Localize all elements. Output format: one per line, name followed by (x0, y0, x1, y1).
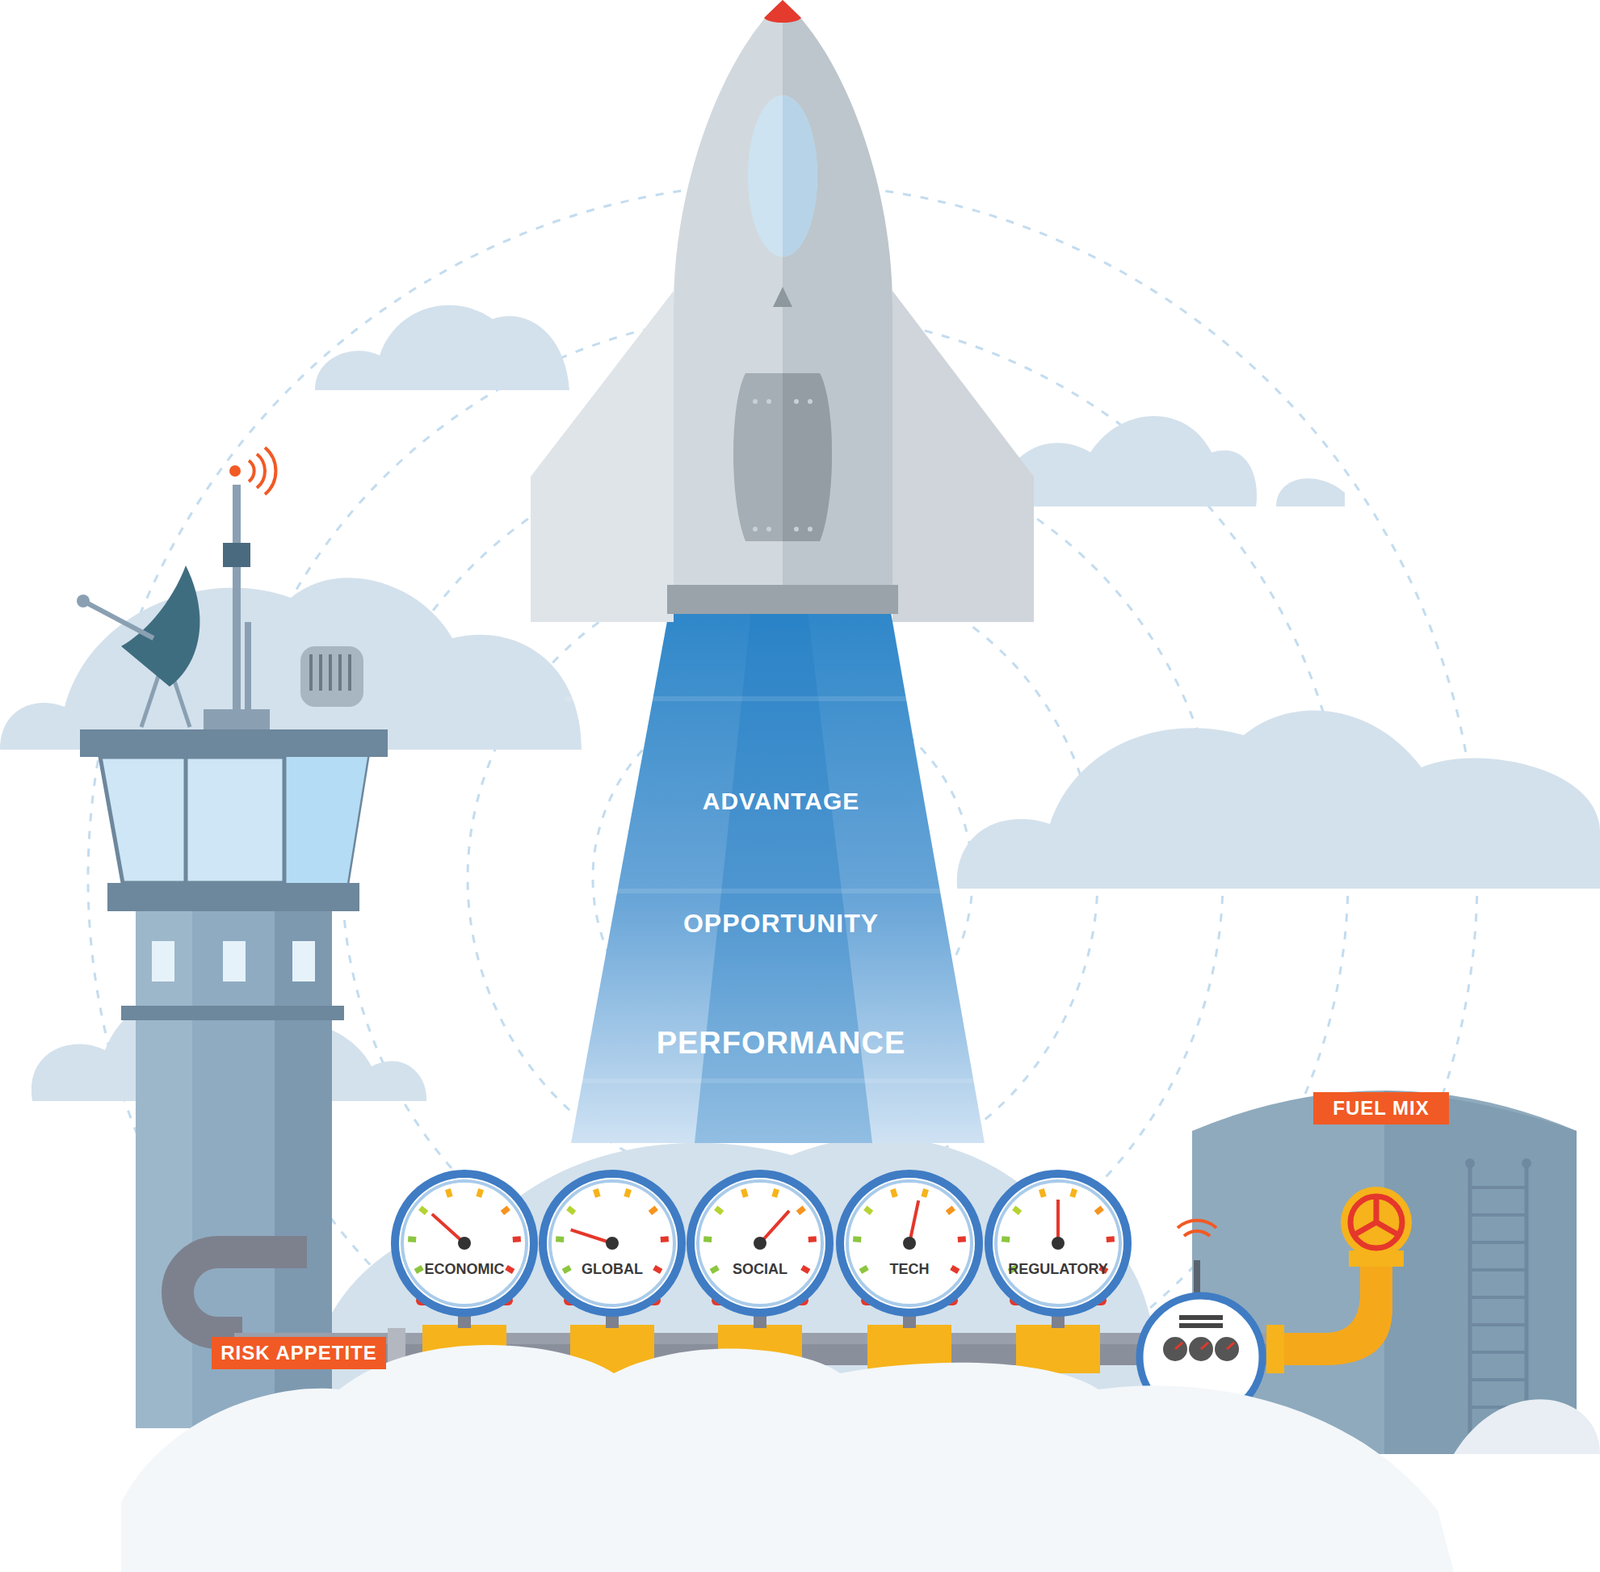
gauge-tick (407, 1235, 416, 1243)
gauge-pivot (457, 1236, 471, 1250)
thrust-beam (571, 612, 985, 1143)
gauge-tick (802, 1267, 810, 1272)
control-tower (76, 447, 388, 1428)
gauge-tick (512, 1235, 521, 1243)
ladder-rung (1469, 1213, 1527, 1217)
gauge-pivot (605, 1236, 619, 1250)
gauge-tick (502, 1207, 509, 1213)
tag-text: RISK APPETITE (220, 1341, 377, 1365)
gauge-rim (995, 1180, 1121, 1306)
gauge-dial: TECH (839, 1173, 979, 1313)
gauge-tick (555, 1235, 564, 1243)
gauge-face (988, 1173, 1128, 1313)
gauge-tick (419, 1207, 427, 1213)
beam-label: ADVANTAGE (702, 787, 861, 815)
gauge-label: REGULATORY (988, 1260, 1128, 1278)
tag-text: FUEL MIX (1332, 1096, 1430, 1120)
gauge-tick (892, 1188, 895, 1197)
gauge-tick (715, 1207, 723, 1213)
gauge-tick (808, 1235, 817, 1243)
gauge-needle (909, 1200, 919, 1244)
gauge-face (690, 1173, 830, 1313)
gauge-tick (626, 1188, 630, 1197)
gauge-needle (432, 1213, 465, 1244)
gauge-tick (654, 1267, 662, 1272)
gauge-tick (478, 1188, 482, 1197)
gauge-tick (567, 1207, 575, 1213)
gauge-face (839, 1173, 979, 1313)
gauge-dial: GLOBAL (542, 1173, 682, 1313)
gauge-tick (447, 1188, 450, 1197)
gauge-dial: ECONOMIC (394, 1173, 534, 1313)
tag-label: FUEL MIX (1313, 1091, 1449, 1125)
gauge-tick (797, 1207, 805, 1213)
rocket (530, 0, 1034, 622)
gauge-tick (923, 1188, 927, 1197)
gauge-pivot (902, 1236, 916, 1250)
gauge-rim (550, 1180, 675, 1306)
gauge-tick (660, 1235, 669, 1243)
gauge-tick (703, 1235, 712, 1243)
gauge-label: GLOBAL (542, 1260, 682, 1278)
gauge-tick (415, 1267, 423, 1272)
gauge-needle (760, 1210, 790, 1244)
gauge-tick (860, 1267, 868, 1272)
gauge-tick (1072, 1188, 1076, 1197)
gauge-label: TECH (839, 1260, 979, 1278)
tag-label: RISK APPETITE (211, 1336, 387, 1370)
ladder-rung (1469, 1185, 1527, 1189)
gauge-tick (1041, 1188, 1044, 1197)
gauge-rim (847, 1180, 972, 1306)
gauge-pivot (1051, 1236, 1065, 1250)
gauge-tick (852, 1235, 861, 1243)
gauge-tick (1001, 1235, 1010, 1243)
gauge-tick (650, 1207, 657, 1213)
gauge-tick (710, 1267, 719, 1272)
beam-label: OPPORTUNITY (683, 908, 879, 939)
gauge-tick (865, 1207, 872, 1213)
gauge-tick (957, 1235, 966, 1243)
ladder-rung (1469, 1322, 1527, 1327)
ladder-rung (1469, 1377, 1527, 1382)
gauge-tick (947, 1207, 954, 1213)
gauge-tick (1096, 1207, 1103, 1213)
pipe-coupling (1016, 1324, 1101, 1374)
gauge-face (394, 1173, 534, 1313)
gauge-tick (1106, 1235, 1115, 1243)
gauge-tick (506, 1267, 514, 1272)
gauge-tick (743, 1188, 746, 1197)
gauge-rim (402, 1180, 527, 1306)
gauge-tick (595, 1188, 598, 1197)
gauge-label: ECONOMIC (394, 1260, 534, 1278)
beam-label: PERFORMANCE (656, 1025, 907, 1061)
gauge-tick (562, 1267, 571, 1272)
ladder-rung (1469, 1350, 1527, 1354)
gauge-needle (571, 1229, 613, 1244)
ladder-rung (1469, 1295, 1527, 1299)
gauge-rim (697, 1180, 823, 1306)
gauge-dial: SOCIAL (690, 1173, 830, 1313)
gauge-tick (1013, 1207, 1021, 1213)
clouds (0, 305, 1600, 1454)
gauge-pivot (753, 1236, 767, 1250)
gauge-tick (951, 1267, 959, 1272)
gauge-label: SOCIAL (690, 1260, 830, 1278)
ladder-rung (1469, 1240, 1527, 1244)
ladder-rung (1469, 1268, 1527, 1272)
gauge-dial: REGULATORY (988, 1173, 1128, 1313)
gauge-tick (774, 1188, 777, 1197)
gauge-face (542, 1173, 682, 1313)
gauge-needle (1056, 1199, 1060, 1244)
